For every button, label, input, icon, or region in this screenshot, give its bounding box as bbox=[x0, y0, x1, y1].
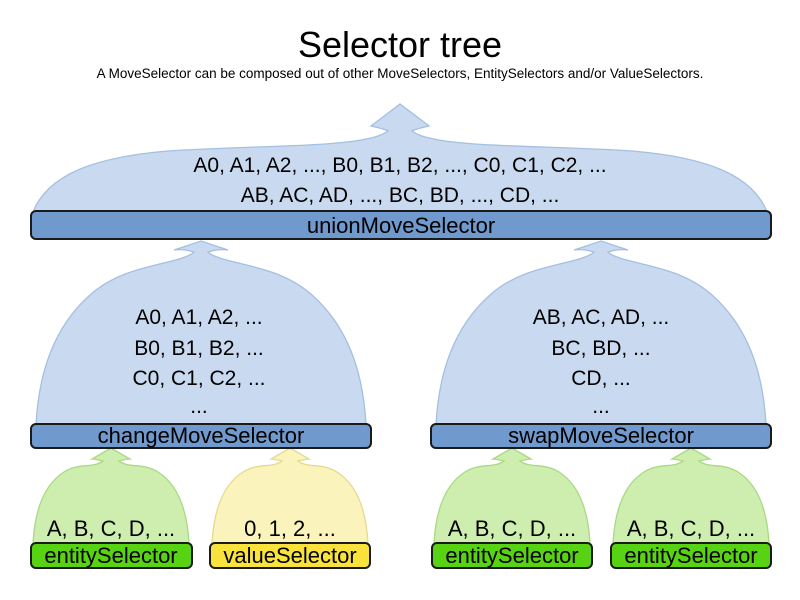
entity-selector-bar bbox=[431, 542, 593, 569]
swap-move-selector-label: swapMoveSelector bbox=[508, 423, 694, 448]
change-moves-ellipsis: ... bbox=[190, 395, 208, 418]
change-moves-line-2: B0, B1, B2, ... bbox=[134, 337, 264, 360]
change-moves-line-3: C0, C1, C2, ... bbox=[132, 367, 265, 390]
union-move-selector-bar bbox=[30, 210, 772, 240]
value-selector-bar bbox=[209, 542, 371, 569]
swap-moves-line-3: CD, ... bbox=[571, 367, 631, 390]
value-selector-label: valueSelector bbox=[223, 543, 356, 568]
swap-moves-line-1: AB, AC, AD, ... bbox=[533, 306, 670, 329]
swap-moves-ellipsis: ... bbox=[592, 395, 610, 418]
union-funnel-shape bbox=[32, 103, 768, 213]
entity-selector-label: entitySelector bbox=[44, 543, 177, 568]
entity-values-text: A, B, C, D, ... bbox=[448, 516, 576, 541]
union-moves-line-1: A0, A1, A2, ..., B0, B1, B2, ..., C0, C1… bbox=[193, 154, 606, 177]
diagram-title: Selector tree bbox=[297, 24, 503, 65]
entity-selector-label: entitySelector bbox=[445, 543, 578, 568]
entity-selector-bar bbox=[30, 542, 193, 569]
union-moves-line-2: AB, AC, AD, ..., BC, BD, ..., CD, ... bbox=[241, 184, 560, 207]
change-move-selector-bar bbox=[30, 423, 372, 449]
entity-values-text: A, B, C, D, ... bbox=[47, 516, 175, 541]
value-values-text: 0, 1, 2, ... bbox=[244, 516, 336, 541]
swap-moves-line-2: BC, BD, ... bbox=[551, 337, 650, 360]
swap-move-selector-bar bbox=[430, 423, 772, 449]
change-moves-line-1: A0, A1, A2, ... bbox=[135, 306, 262, 329]
entity-selector-bar bbox=[610, 542, 772, 569]
diagram-subtitle: A MoveSelector can be composed out of ot… bbox=[96, 66, 704, 81]
entity-values-text: A, B, C, D, ... bbox=[627, 516, 755, 541]
change-move-selector-label: changeMoveSelector bbox=[98, 423, 305, 448]
union-move-selector-label: unionMoveSelector bbox=[307, 213, 495, 238]
entity-selector-label: entitySelector bbox=[624, 543, 757, 568]
